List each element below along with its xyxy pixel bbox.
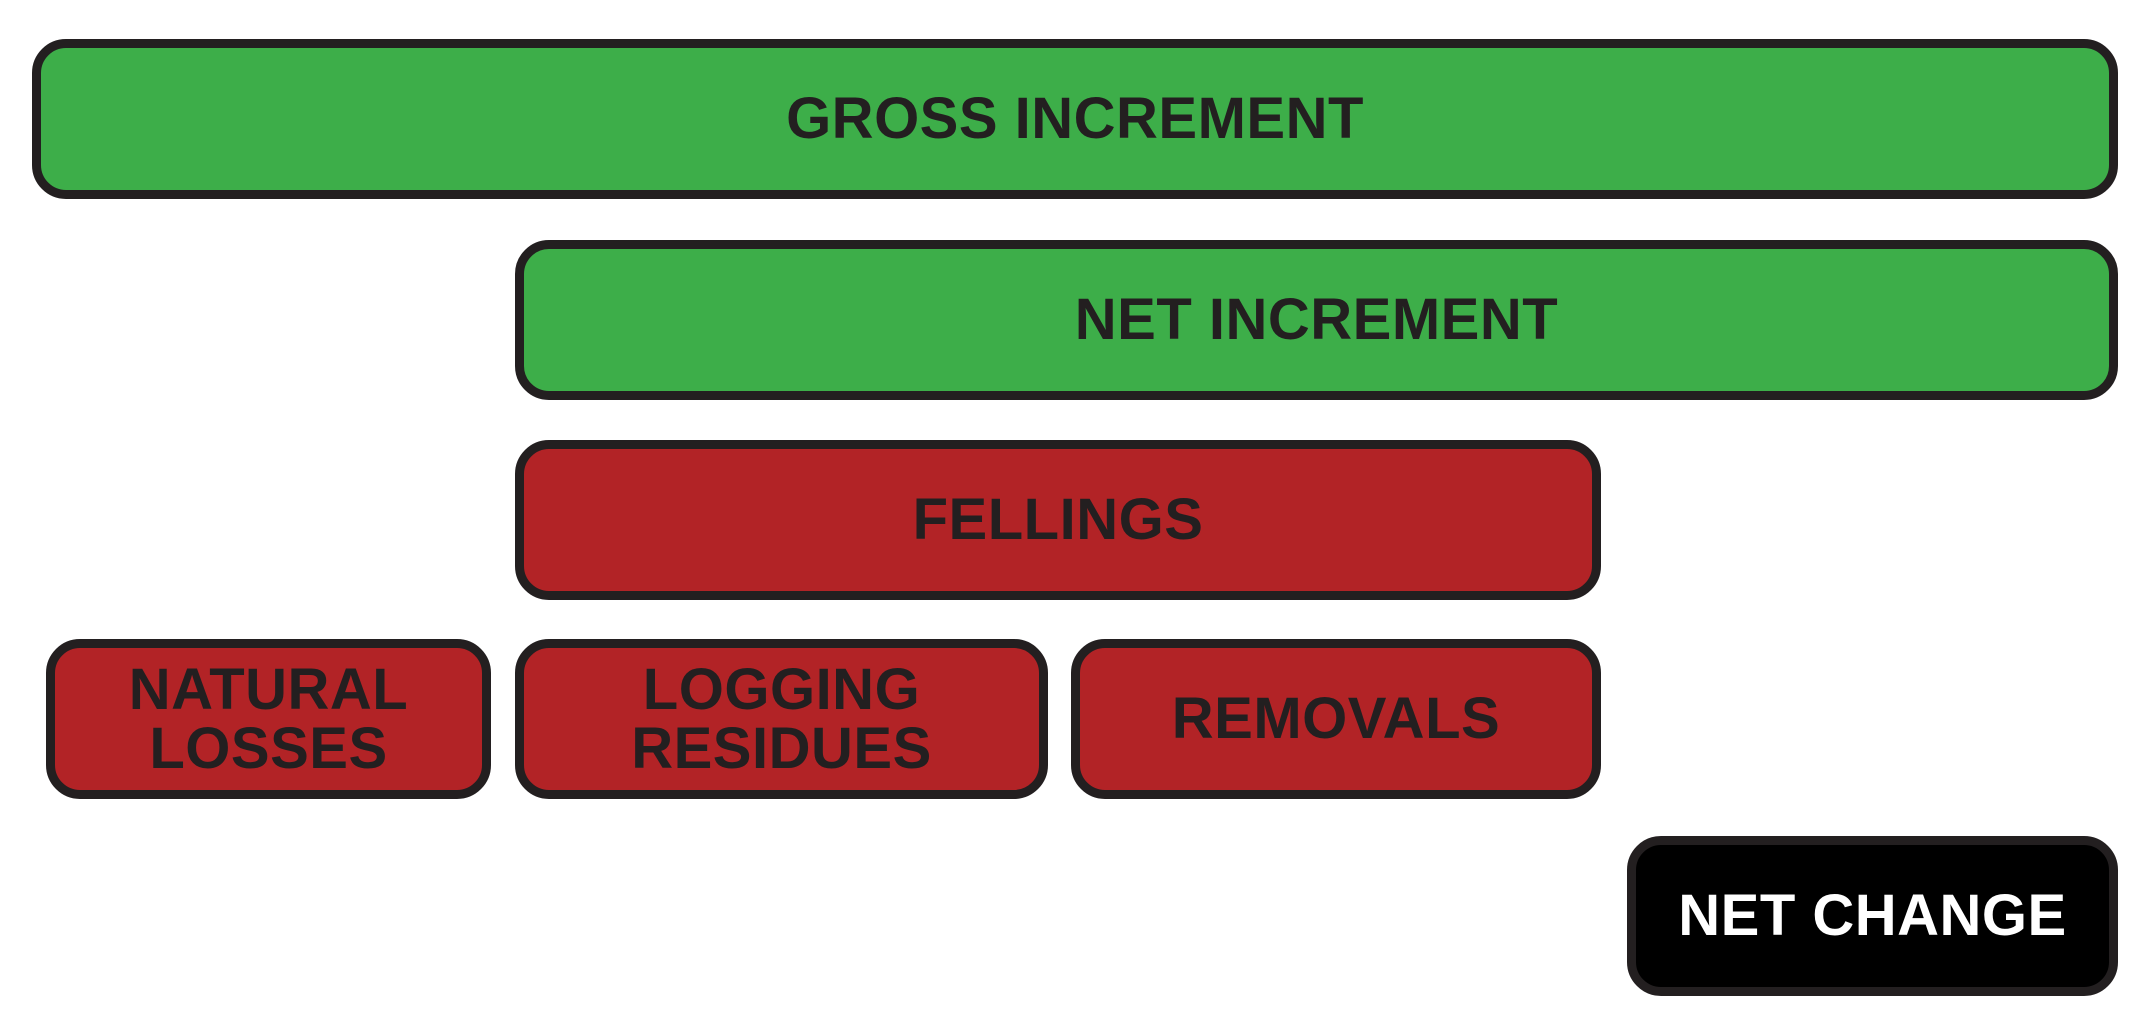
natural-losses-box: NATURAL LOSSES: [46, 639, 491, 799]
net-increment-box: NET INCREMENT: [515, 240, 2118, 400]
gross-increment-label: GROSS INCREMENT: [786, 86, 1364, 152]
removals-label: REMOVALS: [1171, 686, 1501, 752]
fellings-label: FELLINGS: [912, 487, 1204, 553]
net-increment-label: NET INCREMENT: [1074, 287, 1559, 353]
net-change-label: NET CHANGE: [1678, 883, 2067, 949]
gross-increment-box: GROSS INCREMENT: [32, 39, 2118, 199]
logging-residues-box: LOGGING RESIDUES: [515, 639, 1048, 799]
logging-residues-label: LOGGING RESIDUES: [631, 656, 932, 781]
natural-losses-label: NATURAL LOSSES: [128, 656, 409, 781]
fellings-box: FELLINGS: [515, 440, 1601, 600]
net-change-box: NET CHANGE: [1627, 836, 2118, 996]
removals-box: REMOVALS: [1071, 639, 1601, 799]
